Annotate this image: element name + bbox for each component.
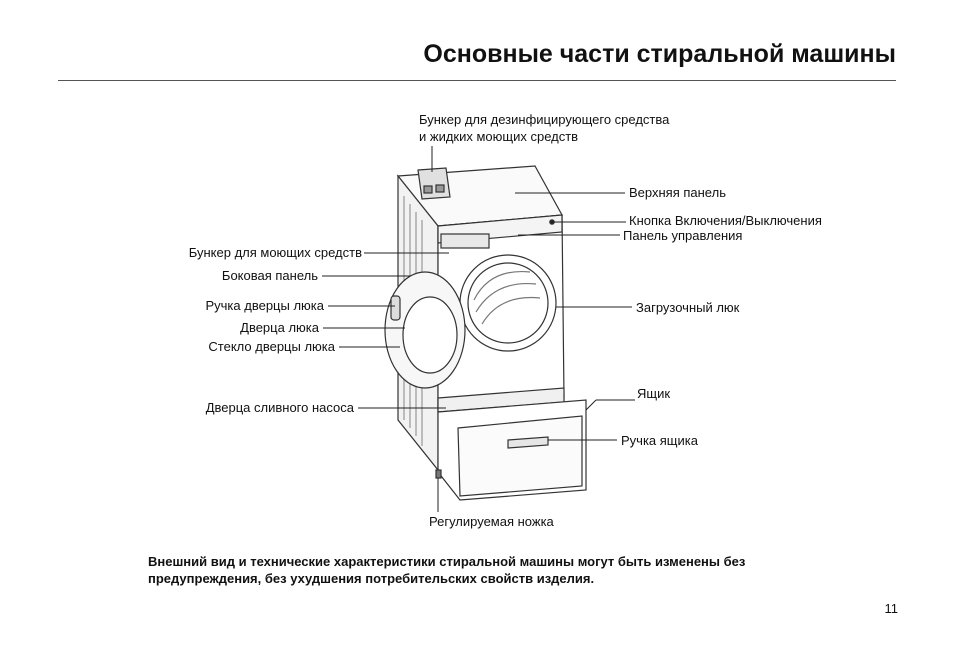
label-detergent-dispenser: Бункер для моющих средств (188, 245, 362, 260)
washing-machine-illustration (384, 165, 587, 501)
drawer-handle-shape (507, 436, 549, 449)
label-door-glass: Стекло дверцы люка (208, 339, 335, 354)
page-number: 11 (884, 601, 899, 616)
label-drawer: Ящик (637, 386, 671, 401)
label-dispenser-disinfect-line2: и жидких моющих средств (419, 129, 579, 144)
label-adjustable-foot: Регулируемая ножка (429, 514, 554, 529)
label-loading-door: Загрузочный люк (636, 300, 740, 315)
label-side-panel: Боковая панель (221, 268, 318, 283)
disclaimer-line-2: предупреждения, без ухудшения потребител… (148, 571, 595, 586)
label-top-panel: Верхняя панель (629, 185, 726, 200)
label-dispenser-disinfect-line1: Бункер для дезинфицирующего средства (419, 112, 670, 127)
title-divider (58, 80, 896, 81)
door-handle-shape (390, 295, 401, 321)
detergent-drawer-shape (440, 233, 490, 249)
label-drawer-handle: Ручка ящика (621, 433, 698, 448)
label-door-handle: Ручка дверцы люка (205, 298, 324, 313)
disclaimer-note: Внешний вид и технические характеристики… (148, 553, 745, 587)
leader-drawer-2 (585, 399, 597, 411)
disclaimer-line-1: Внешний вид и технические характеристики… (148, 554, 746, 569)
door-glass-shape (402, 296, 458, 374)
loading-door-ring (459, 254, 557, 352)
label-door: Дверца люка (240, 320, 319, 335)
label-control-panel: Панель управления (623, 228, 743, 243)
label-drain-pump-door: Дверца сливного насоса (205, 400, 354, 415)
label-power-button: Кнопка Включения/Выключения (629, 213, 822, 228)
top-dispenser-shape (417, 167, 451, 200)
adjustable-foot-shape (435, 469, 442, 479)
leader-lines (322, 146, 635, 512)
page-title: Основные части стиральной машины (423, 40, 896, 68)
